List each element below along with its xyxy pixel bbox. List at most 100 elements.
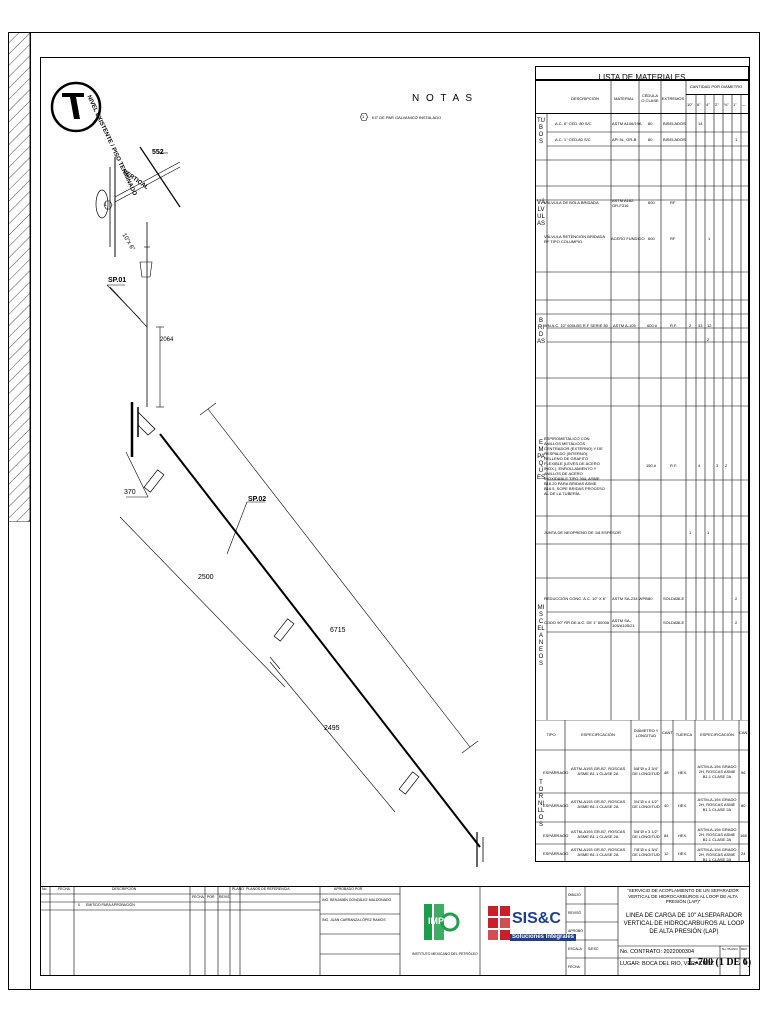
materials-title: LISTA DE MATERIALES — [535, 66, 749, 82]
sp01-label: SP.01 — [108, 277, 127, 284]
section-misc: MISCELANEOS — [537, 605, 545, 667]
misc-1-material: ASTM SA-234 WPB — [612, 596, 648, 601]
hdr-divider — [686, 94, 749, 95]
misc-1-extremos: SOLDABLE — [663, 596, 685, 601]
empaque-1-extremos: R.F. — [670, 463, 678, 468]
imp-logo-icon — [424, 904, 460, 940]
empaque-1-c2: 3 — [716, 463, 719, 468]
lugar: LUGAR: BOCA DEL RIO, VERACRUZ — [620, 961, 714, 967]
tubo-1-desc: A.C. 6" CED. 80 S/C — [555, 121, 592, 126]
empaque-1-cedula: 150 # — [646, 463, 657, 468]
plano-number: L-700 (1 DE 6) — [688, 957, 752, 968]
rev-0: 0 — [78, 903, 80, 907]
bolt-4-esp2: ASTM-A-194 GRADO 2H, ROSCAS ASME B1.1 CL… — [697, 847, 737, 862]
nota-num: 1 — [362, 114, 365, 119]
titleblock — [40, 886, 750, 976]
section-empaques: EMPAQUES — [537, 440, 546, 481]
bolt-1-tuerca: HEX. — [678, 770, 688, 775]
dim-2064: 2064 — [160, 337, 174, 343]
valvula-2-material: ACERO FUNDIDO — [611, 236, 645, 241]
valvula-2-cant: 1 — [708, 236, 711, 241]
tubo-2-desc: A.C. 1" CED-80 S/C — [555, 137, 591, 142]
bolt-3-esp2: ASTM-A-194 GRADO 2H, ROSCAS ASME B1.1 CL… — [697, 827, 737, 842]
empaque-2-c1: 1 — [689, 530, 692, 535]
rev-0-desc: EMITIDO PARA APROBACIÓN — [86, 903, 135, 907]
bolt-1-tipo: ESPÁRRAGO — [543, 770, 569, 775]
valvula-2-extremos: RF — [670, 236, 676, 241]
imp-caption: INSTITUTO MEXICANO DEL PETRÓLEO — [412, 952, 478, 956]
hatched-margin — [8, 32, 30, 522]
dim-2495: 2495 — [324, 725, 340, 732]
project-name: "SERVICIO DE ACOPLAMIENTO DE UN SEPARADO… — [627, 888, 739, 904]
bolt-4-diam: 7/8"Ø x 4 3/4" DE LONGITUD — [632, 847, 660, 857]
misc-1-cedula: 80 — [648, 596, 653, 601]
valvula-2-cedula: 600 — [648, 236, 655, 241]
sisc-sub: Soluciones Integrales — [510, 934, 577, 941]
tubo-2-cedula: 80 — [648, 137, 653, 142]
vertical-rule — [30, 32, 31, 990]
bolt-3-tipo: ESPÁRRAGO — [543, 833, 569, 838]
empaque-2-c2: 1 — [707, 530, 710, 535]
bolt-2-cant: 40 — [664, 803, 669, 808]
notas-title: N O T A S — [412, 93, 475, 104]
sisc-logo-icon — [488, 906, 510, 940]
column-grid — [535, 80, 749, 720]
bolt-4-cant: 12 — [664, 851, 669, 856]
sp02-label: SP.02 — [248, 496, 267, 503]
tubo-2-material: API 5L, GR-B — [612, 137, 637, 142]
hdr-d4: 4" — [706, 102, 710, 107]
bolt-2-esp: ASTM-A193 GR-B7, ROSCAS ASME B1.1 CLASE … — [570, 799, 626, 809]
rev-hdr-por: POR — [207, 895, 215, 899]
ref-planos: PLANOS DE REFERENCIA — [246, 887, 290, 891]
drawing-frame — [40, 57, 750, 976]
north-arrow-icon — [50, 81, 102, 133]
rev-hdr-revis: REVIS — [219, 895, 230, 899]
dim-370: 370 — [124, 489, 136, 496]
info-fecha: FECHA — [568, 965, 580, 969]
info-reviso: REVISÓ — [568, 911, 582, 915]
imp-logo: IMP — [420, 900, 460, 948]
plano-label: No. PLANO — [722, 947, 738, 951]
hex-marker-icon — [360, 113, 368, 121]
rev-hdr-desc: DESCRIPCIÓN — [112, 887, 137, 891]
section-valvulas: VÁLVULAS — [537, 200, 546, 227]
empaque-1-c3: 2 — [725, 463, 728, 468]
valvula-1-extremos: RF — [670, 200, 676, 205]
brida-1-c1: 2 — [689, 323, 692, 328]
bolt-hdr-tuerca: TUERCA — [675, 732, 693, 737]
brida-1-desc: WN A.C. 10" 600LBS R.F SERIE 80 — [544, 323, 608, 328]
tubo-1-cedula: 80 — [648, 121, 653, 126]
bolt-1-esp2: ASTM-A-194 GRADO 2H, ROSCAS ASME B1.1 CL… — [697, 764, 737, 779]
bolt-2-esp2: ASTM-A-194 GRADO 2H, ROSCAS ASME B1.1 CL… — [697, 797, 737, 812]
hdr-material: MATERIAL — [614, 96, 634, 101]
valvula-1-material: ASTM A182-GR-F316 — [612, 198, 635, 208]
misc-2-desc: CODO 90° RR DE A.C. DE 1" 6000# — [544, 620, 610, 625]
valvula-1-desc: VÁLVULA DE BOLA BRIDADA — [544, 200, 599, 205]
bolt-1-diam: 5/8"Ø x 3 3/4" DE LONGITUD — [632, 766, 660, 776]
drawing-title: LINEA DE CARGA DE 10" ALSEPARADOR VERTIC… — [623, 913, 745, 935]
note-marker: 1 — [104, 202, 107, 208]
rev-hdr-fecha2: FECHA — [192, 895, 204, 899]
brida-1-c4: 2 — [707, 337, 710, 342]
info-aprobo: APROBÓ — [568, 929, 583, 933]
bolt-hdr-esp: ESPECIFICACIÓN — [581, 732, 615, 737]
misc-1-cant: 2 — [735, 596, 738, 601]
bolt-2-tuerca: HEX. — [678, 803, 688, 808]
bolt-3-esp: ASTM-A193 GR-B7, ROSCAS ASME B1.1 CLASE … — [570, 829, 626, 839]
tubo-2-extremos: BISELADOS — [663, 137, 686, 142]
bolt-3-cant: 84 — [664, 833, 669, 838]
valvula-2-desc: VÁLVULA RETENCIÓN BRIDADA RF TIPO COLUMP… — [544, 234, 605, 244]
brida-1-cedula: 600 # — [647, 323, 658, 328]
hdr-cantidad: CANTIDAD POR DIÁMETRO — [689, 84, 743, 89]
bolt-hdr-esp2: ESPECIFICACIÓN — [700, 732, 734, 737]
sisc-logo: SIS&C Soluciones Integrales — [486, 900, 577, 956]
empaque-2-desc: JUNTA DE NEOPRENO DE 1/8 ESPESOR — [544, 530, 621, 535]
bolt-2-cant2: 80 — [741, 803, 746, 808]
bolt-hdr-diam: DIÁMETRO Y LONGITUD — [633, 728, 659, 738]
hdr-d6: 6" — [697, 102, 701, 107]
misc-2-material: ASTM SA-105/A105/21 — [612, 618, 635, 628]
bolt-1-cant2: 96 — [741, 770, 746, 775]
misc-2-cant: 2 — [735, 620, 738, 625]
tubo-1-cant: 14 — [698, 121, 703, 126]
brida-1-c2: 33 — [698, 323, 703, 328]
